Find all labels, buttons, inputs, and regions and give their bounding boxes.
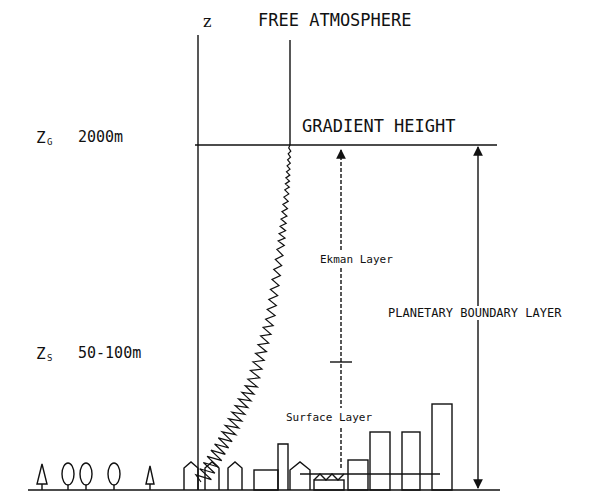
height-value: 2000m [78, 130, 123, 145]
layer-label: Ekman Layer [318, 253, 395, 266]
height-label: GRADIENT HEIGHT [302, 118, 456, 135]
z-axis [197, 35, 198, 490]
region-label: FREE ATMOSPHERE [258, 12, 412, 29]
wind-line [289, 40, 290, 145]
axis-label: z [203, 14, 211, 30]
height-subscript: S [47, 354, 52, 363]
height-symbol: Z [36, 130, 46, 146]
ekman-marker [340, 268, 341, 408]
surface-layer-tick [330, 361, 352, 362]
height-symbol: Z [36, 346, 46, 362]
wind-profile [196, 145, 291, 482]
height-subscript: G [47, 138, 52, 147]
layer-label: Surface Layer [284, 411, 374, 424]
surface-marker [340, 428, 341, 470]
layer-label: PLANETARY BOUNDARY LAYER [386, 306, 563, 320]
ekman-marker [340, 150, 341, 250]
gradient-height-line [195, 144, 497, 145]
height-value: 50-100m [78, 346, 141, 361]
